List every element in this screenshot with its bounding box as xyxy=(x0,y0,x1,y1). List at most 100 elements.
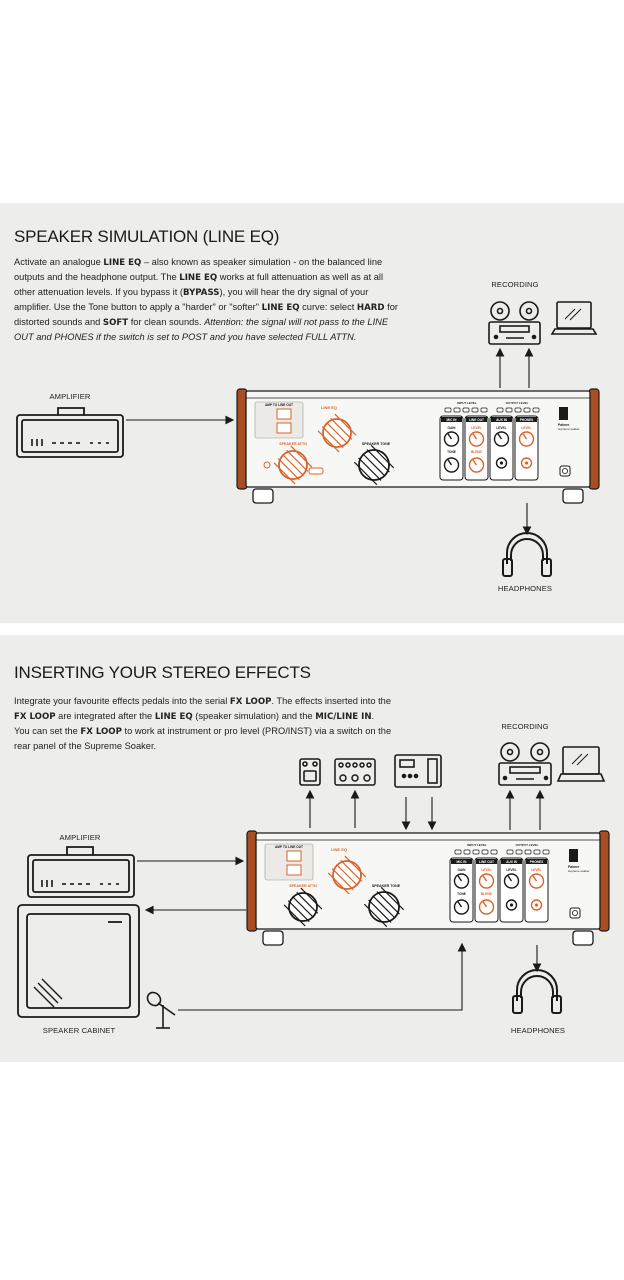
speaker-attn-knob-grip xyxy=(283,904,306,927)
paragraph-segment: – also known as speaker simulation - on … xyxy=(14,257,383,282)
meter-led xyxy=(515,849,523,855)
paragraph-segment: works at full attenuation as well as at … xyxy=(14,272,384,297)
speaker-tone-knob-grip xyxy=(358,457,382,481)
jack-socket-center xyxy=(534,903,539,907)
speaker-attn-knob-grip xyxy=(300,887,323,910)
meter-led xyxy=(472,849,480,855)
line-eq-label: LINE EQ xyxy=(331,847,347,852)
paragraph-segment: LINE EQ xyxy=(154,712,193,722)
palmer-logo-icon xyxy=(569,849,578,862)
right-foot xyxy=(562,488,584,504)
meter-led xyxy=(524,849,532,855)
meter-led xyxy=(453,407,461,413)
line-eq-knob-grip xyxy=(336,864,358,886)
speaker-tone-knob-grip xyxy=(366,449,390,473)
speaker-attn-knob-grip xyxy=(296,891,319,914)
line-eq-knob-grip xyxy=(334,413,357,436)
meter-led xyxy=(471,407,479,413)
amp-to-line-out-label: AMP TO LINE OUT xyxy=(265,403,293,407)
speaker-tone-knob-grip xyxy=(370,444,395,469)
paragraph-segment: BYPASS xyxy=(183,288,220,298)
level-knob-pointer xyxy=(447,433,453,440)
signal-diagram: AMP TO LINE OUT LINE EQ SPEAKER ATTN SPEAKE… xyxy=(17,742,610,1029)
section-title: INSERTING YOUR STEREO EFFECTS xyxy=(14,663,311,682)
tone-switch xyxy=(308,467,324,475)
multi-pedal-icon xyxy=(334,758,376,786)
meter-led xyxy=(454,849,462,855)
paragraph-segment: Attention: the signal will not pass to t… xyxy=(14,317,389,342)
stereo-effects-section: INSERTING YOUR STEREO EFFECTS Integrate … xyxy=(0,635,624,1062)
channel-strip-title: PHONES xyxy=(520,418,533,422)
channel-strip xyxy=(499,857,524,923)
recording-label: RECORDING xyxy=(491,280,539,289)
section-paragraph: Integrate your favourite effects pedals … xyxy=(14,694,392,753)
meter-led xyxy=(542,849,550,855)
multi-effects-unit-icon xyxy=(394,754,442,788)
speaker-attn-label: SPEAKER ATTN xyxy=(289,884,317,888)
paragraph-segment: FX LOOP xyxy=(80,727,122,737)
channel-strip-header xyxy=(451,859,472,864)
supreme-soaker-device: AMP TO LINE OUT LINE EQ SPEAKER ATTN SPEAKE… xyxy=(246,830,610,946)
knob-label: TONE xyxy=(457,892,466,896)
headphones-label: HEADPHONES xyxy=(497,584,553,593)
level-knob-pointer xyxy=(497,433,503,440)
mic-to-device-line xyxy=(178,942,467,1011)
effects-pedal-icon xyxy=(299,758,321,786)
knob-label: BLEND xyxy=(471,450,483,454)
section-paragraph: Activate an analogue LINE EQ – also know… xyxy=(14,255,400,344)
level-knob-pointer xyxy=(472,433,478,440)
power-icon xyxy=(571,910,578,917)
jack-socket-center xyxy=(499,461,504,465)
channel-strip-header xyxy=(526,859,547,864)
meter-led xyxy=(462,407,470,413)
headphones-icon xyxy=(502,532,552,577)
speaker-tone-label: SPEAKER TONE xyxy=(372,884,401,888)
blend-knob-pointer xyxy=(447,459,453,466)
palmer-logo-icon xyxy=(559,407,568,420)
paragraph-segment: SOFT xyxy=(102,318,129,328)
signal-diagram: AMP TO LINE OUT LINE EQ SPEAKER ATTN SPEAKE… xyxy=(16,301,600,577)
level-knob-pointer xyxy=(522,433,528,440)
paragraph-segment: Activate an analogue xyxy=(14,257,104,267)
switch-1 xyxy=(276,408,292,420)
meter-led xyxy=(490,849,498,855)
speaker-tone-label: SPEAKER TONE xyxy=(362,442,391,446)
power-button xyxy=(559,465,571,477)
switch-1 xyxy=(286,850,302,862)
speaker-tone-knob-grip xyxy=(380,886,405,911)
switch-2 xyxy=(276,422,292,434)
channel-strip xyxy=(514,415,539,481)
paragraph-segment: LINE EQ xyxy=(261,303,300,313)
paragraph-segment: LINE EQ xyxy=(103,258,142,268)
microphone-icon xyxy=(146,991,176,1029)
channel-strip-header xyxy=(466,417,487,422)
speaker-attn-label: SPEAKER ATTN xyxy=(279,442,307,446)
paragraph-segment: for clean sounds. xyxy=(128,317,205,327)
meter-led xyxy=(463,849,471,855)
output-level-label: OUTPUT LEVEL xyxy=(506,401,529,405)
channel-strip-title: AUX IN xyxy=(496,418,508,422)
amplifier-label: AMPLIFIER xyxy=(59,833,101,842)
paragraph-segment: . The effects inserted into the xyxy=(271,696,391,706)
speaker-attn-knob-grip xyxy=(286,449,309,472)
paragraph-segment: to work at instrument or pro level (PRO/… xyxy=(14,726,392,751)
meter-led xyxy=(523,407,531,413)
level-knob-pointer xyxy=(507,875,513,882)
speaker-tone-knob-grip xyxy=(372,895,396,919)
channel-strip-header xyxy=(476,859,497,864)
output-level-label: OUTPUT LEVEL xyxy=(516,843,539,847)
model-label: supreme soaker xyxy=(558,427,580,431)
meter-led xyxy=(444,407,452,413)
headphones-icon xyxy=(512,969,562,1014)
jack-socket-center xyxy=(509,903,514,907)
amp-to-line-out-label: AMP TO LINE OUT xyxy=(275,845,303,849)
brand-label: Palmer xyxy=(568,865,580,869)
input-level-label: INPUT LEVEL xyxy=(457,401,477,405)
section-title: SPEAKER SIMULATION (LINE EQ) xyxy=(14,227,280,246)
line-eq-knob-grip xyxy=(321,426,344,449)
meter-led xyxy=(532,407,540,413)
left-foot xyxy=(252,488,274,504)
blend-knob-pointer xyxy=(482,901,488,908)
channel-strip-title: PHONES xyxy=(530,860,543,864)
channel-strip-title: MIC IN xyxy=(447,418,458,422)
